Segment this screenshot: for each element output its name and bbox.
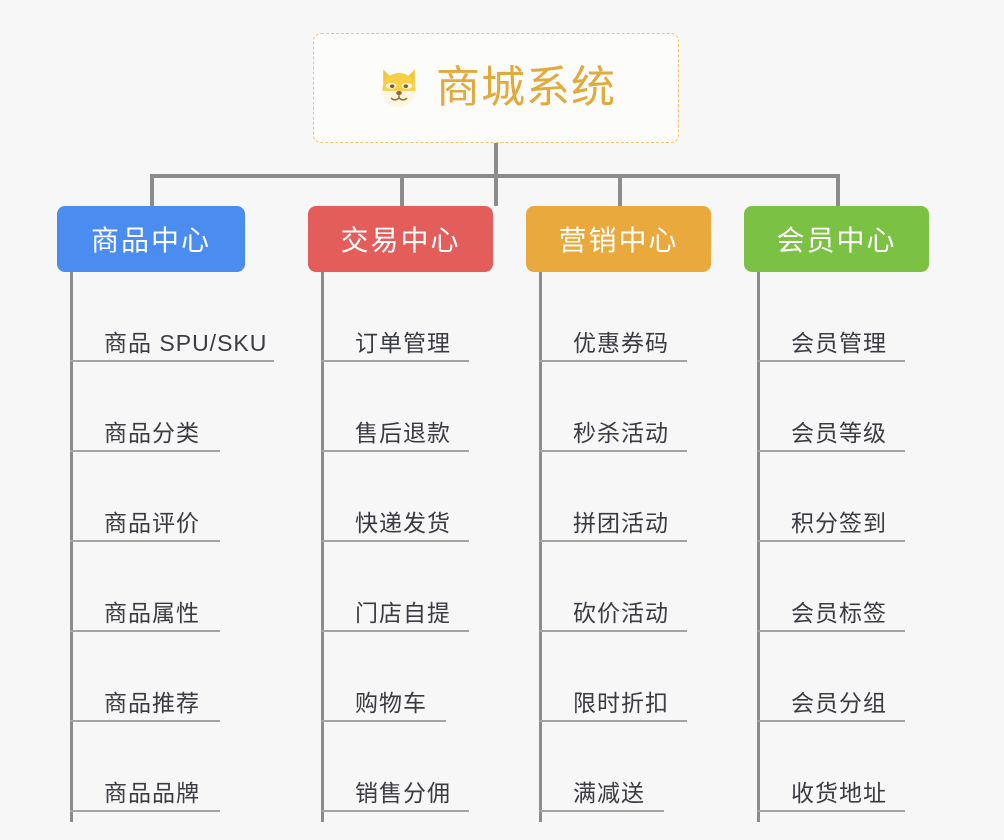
leaf-item[interactable]: 商品品牌 [70, 722, 220, 812]
leaf-label: 购物车 [355, 689, 427, 716]
leaf-column-marketing-center: 优惠券码 秒杀活动 拼团活动 砍价活动 限时折扣 满减送 [539, 272, 687, 822]
leaf-item[interactable]: 商品分类 [70, 362, 220, 452]
connector-drop-marketing-center [618, 174, 622, 208]
leaf-label: 限时折扣 [573, 689, 669, 716]
leaf-item[interactable]: 商品推荐 [70, 632, 220, 722]
leaf-item[interactable]: 门店自提 [321, 542, 469, 632]
connector-column-stem [321, 272, 324, 822]
leaf-label: 商品评价 [104, 509, 200, 536]
connector-drop-trade-center [400, 174, 404, 208]
category-label: 会员中心 [776, 225, 897, 256]
root-node[interactable]: 商城系统 [313, 33, 679, 143]
leaf-label: 快递发货 [355, 509, 451, 536]
leaf-label: 销售分佣 [355, 779, 451, 806]
leaf-label: 会员分组 [791, 689, 887, 716]
leaf-label: 收货地址 [791, 779, 887, 806]
leaf-item[interactable]: 积分签到 [757, 452, 905, 542]
leaf-label: 售后退款 [355, 419, 451, 446]
dog-face-icon [376, 65, 422, 111]
category-label: 商品中心 [90, 225, 211, 256]
category-box-member-center[interactable]: 会员中心 [744, 206, 929, 272]
category-box-product-center[interactable]: 商品中心 [57, 206, 245, 272]
connector-horizontal-bus [150, 174, 840, 178]
leaf-label: 满减送 [573, 779, 645, 806]
leaf-item[interactable]: 商品评价 [70, 452, 220, 542]
page-title: 商城系统 [436, 63, 616, 112]
connector-column-stem [70, 272, 73, 822]
leaf-label: 积分签到 [791, 509, 887, 536]
leaf-item[interactable]: 会员管理 [757, 272, 905, 362]
leaf-item[interactable]: 商品 SPU/SKU [70, 272, 274, 362]
leaf-column-trade-center: 订单管理 售后退款 快递发货 门店自提 购物车 销售分佣 [321, 272, 469, 822]
leaf-item[interactable]: 拼团活动 [539, 452, 687, 542]
leaf-label: 商品推荐 [104, 689, 200, 716]
leaf-item[interactable]: 会员等级 [757, 362, 905, 452]
leaf-label: 商品 SPU/SKU [104, 329, 268, 356]
category-box-trade-center[interactable]: 交易中心 [308, 206, 493, 272]
leaf-item[interactable]: 销售分佣 [321, 722, 469, 812]
leaf-column-member-center: 会员管理 会员等级 积分签到 会员标签 会员分组 收货地址 [757, 272, 905, 822]
leaf-item[interactable]: 收货地址 [757, 722, 905, 812]
leaf-item[interactable]: 满减送 [539, 722, 664, 812]
leaf-column-product-center: 商品 SPU/SKU 商品分类 商品评价 商品属性 商品推荐 商品品牌 [70, 272, 274, 822]
leaf-label: 商品分类 [104, 419, 200, 446]
leaf-label: 商品属性 [104, 599, 200, 626]
leaf-label: 拼团活动 [573, 509, 669, 536]
leaf-label: 秒杀活动 [573, 419, 669, 446]
connector-column-stem [539, 272, 542, 822]
leaf-label: 门店自提 [355, 599, 451, 626]
connector-drop-product-center [150, 174, 154, 208]
leaf-item[interactable]: 订单管理 [321, 272, 469, 362]
leaf-item[interactable]: 会员标签 [757, 542, 905, 632]
leaf-item[interactable]: 商品属性 [70, 542, 220, 632]
category-box-marketing-center[interactable]: 营销中心 [526, 206, 711, 272]
leaf-label: 砍价活动 [573, 599, 669, 626]
leaf-item[interactable]: 会员分组 [757, 632, 905, 722]
connector-column-stem [757, 272, 760, 822]
category-label: 交易中心 [340, 225, 461, 256]
leaf-label: 订单管理 [355, 329, 451, 356]
leaf-item[interactable]: 快递发货 [321, 452, 469, 542]
leaf-label: 商品品牌 [104, 779, 200, 806]
leaf-label: 优惠券码 [573, 329, 669, 356]
leaf-item[interactable]: 售后退款 [321, 362, 469, 452]
leaf-label: 会员管理 [791, 329, 887, 356]
leaf-label: 会员等级 [791, 419, 887, 446]
leaf-item[interactable]: 优惠券码 [539, 272, 687, 362]
category-label: 营销中心 [558, 225, 679, 256]
leaf-item[interactable]: 限时折扣 [539, 632, 687, 722]
leaf-label: 会员标签 [791, 599, 887, 626]
leaf-item[interactable]: 购物车 [321, 632, 446, 722]
leaf-item[interactable]: 砍价活动 [539, 542, 687, 632]
leaf-item[interactable]: 秒杀活动 [539, 362, 687, 452]
connector-drop-member-center [836, 174, 840, 208]
